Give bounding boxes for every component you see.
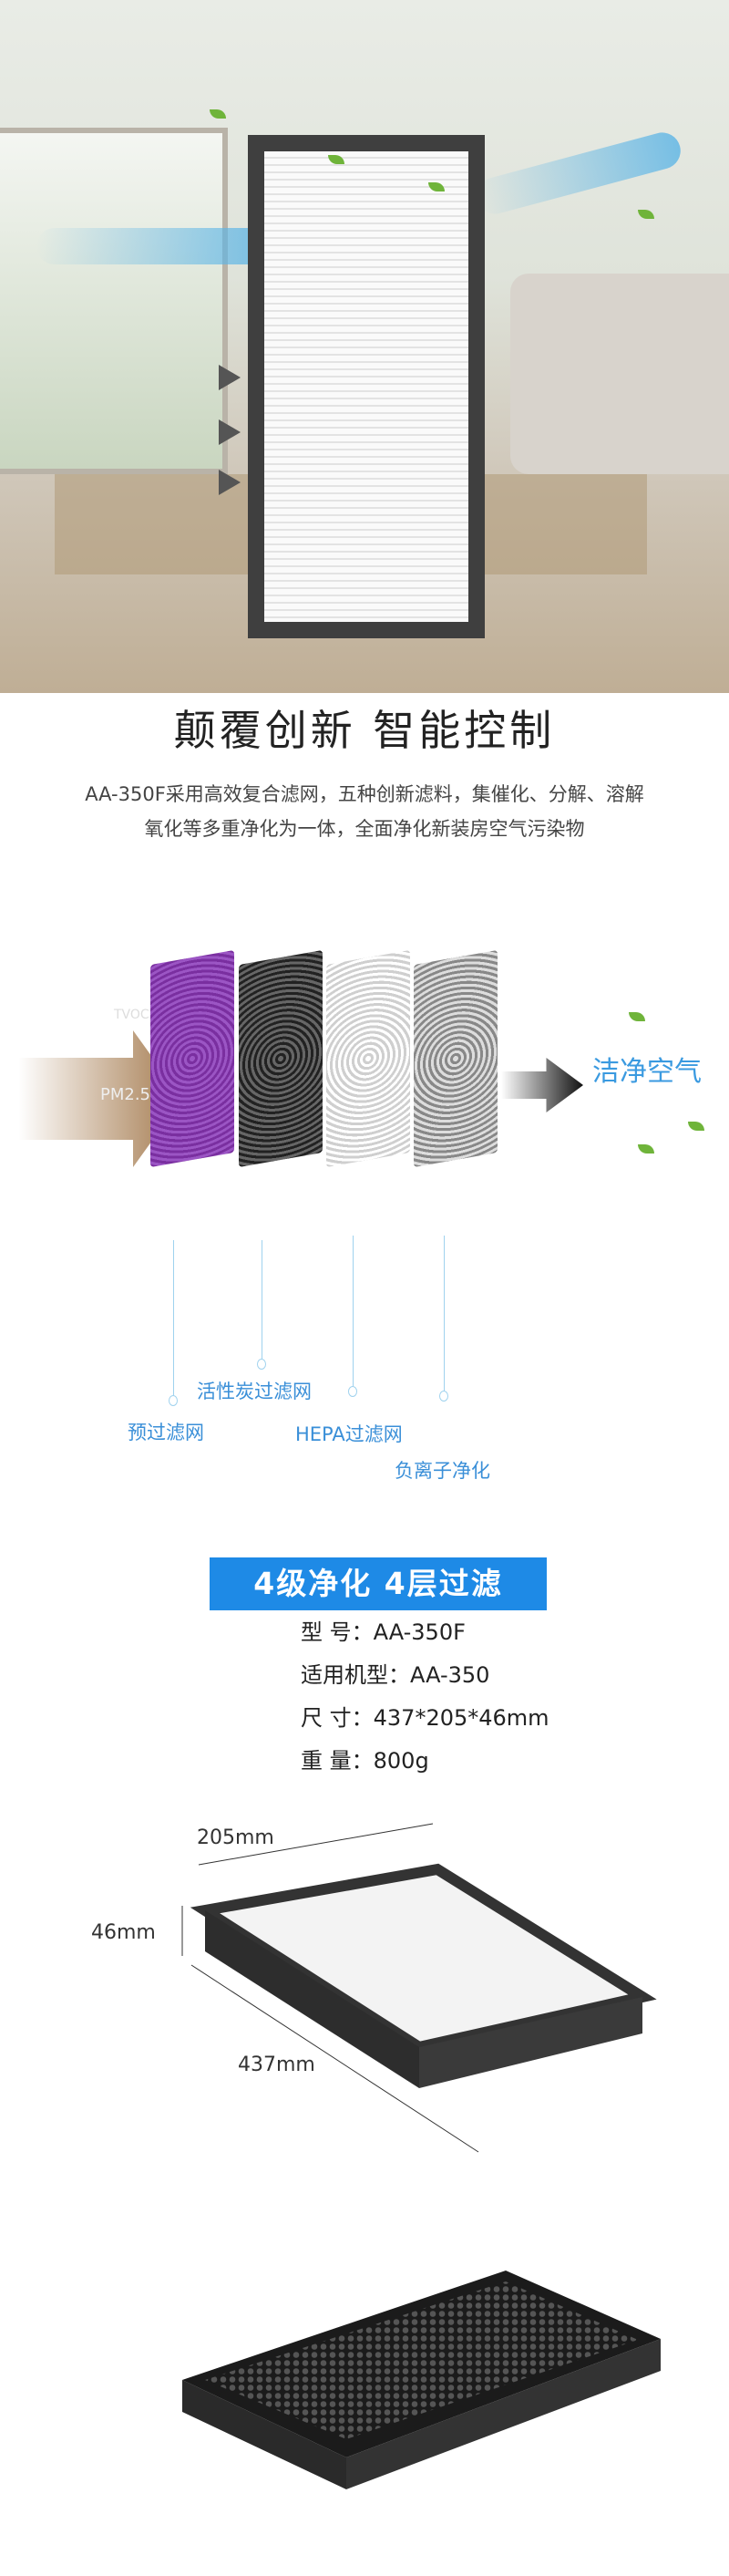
hepa-filter-layer (326, 949, 410, 1168)
filter-front (419, 1997, 642, 2088)
arrow-right-icon (219, 470, 241, 495)
spec-label: 重 量： (301, 1748, 374, 1774)
clean-air-label: 洁净空气 (592, 1056, 702, 1088)
carbon-filter-image (182, 2271, 661, 2489)
description-line: 氧化等多重净化为一体，全面净化新装房空气污染物 (144, 818, 585, 840)
carbon-side (182, 2380, 346, 2489)
spec-value: AA-350 (410, 1662, 490, 1688)
leaf-icon (328, 155, 344, 164)
arrow-right-icon (219, 365, 241, 390)
width-label: 205mm (197, 1826, 274, 1849)
pointer-line (353, 1236, 354, 1386)
spec-value: 437*205*46mm (373, 1705, 549, 1731)
pollutant-label: PM2.5 (100, 1085, 151, 1104)
leaf-icon (210, 109, 226, 119)
dimension-drawing (181, 1823, 657, 2153)
leaf-icon (688, 1122, 704, 1131)
pointer-dot (257, 1359, 266, 1370)
spec-value: 800g (373, 1748, 429, 1774)
pointer-dot (348, 1386, 357, 1397)
arrow-right-icon (501, 1058, 583, 1112)
dim-line (198, 1823, 434, 1866)
spec-label: 尺 寸： (301, 1705, 374, 1731)
layer-label: 活性炭过滤网 (197, 1381, 312, 1402)
filter-panel (248, 135, 485, 638)
window (0, 128, 228, 474)
sofa (510, 274, 729, 474)
spec-value: AA-350F (373, 1619, 466, 1645)
dim-line (190, 1964, 479, 2153)
carbon-filter-layer (239, 949, 323, 1168)
carbon-front (346, 2339, 661, 2489)
filter-side (205, 1910, 419, 2088)
pollutant-label: TVOC (114, 1008, 149, 1022)
pointer-dot (169, 1395, 178, 1406)
leaf-icon (638, 210, 654, 219)
leaf-icon (629, 1012, 645, 1021)
height-label: 46mm (91, 1921, 156, 1944)
pointer-line (173, 1240, 174, 1395)
arrow-right-icon (219, 419, 241, 445)
spec-label: 适用机型： (301, 1662, 410, 1688)
pointer-line (444, 1236, 445, 1391)
layer-label: 预过滤网 (128, 1422, 204, 1443)
spec-row: 适用机型：AA-350 (301, 1657, 489, 1689)
spec-label: 型 号： (301, 1619, 374, 1645)
air-flow-in (36, 228, 273, 264)
length-label: 437mm (238, 2054, 315, 2076)
headline: 颠覆创新 智能控制 (173, 706, 556, 755)
layer-label: HEPA过滤网 (295, 1423, 403, 1445)
description-line: AA-350F采用高效复合滤网，五种创新滤料，集催化、分解、溶解 (85, 783, 644, 805)
leaf-icon (428, 182, 445, 191)
leaf-icon (638, 1144, 654, 1154)
pointer-dot (439, 1391, 448, 1402)
hero-image (0, 0, 729, 693)
pre-filter-layer (150, 949, 234, 1168)
ion-layer (414, 949, 498, 1168)
spec-row: 型 号：AA-350F (301, 1614, 466, 1646)
carbon-mesh (205, 2281, 638, 2439)
air-flow-out (472, 128, 685, 219)
spec-row: 重 量：800g (301, 1743, 429, 1774)
purification-badge: 4级净化 4层过滤 (210, 1557, 547, 1610)
spec-row: 尺 寸：437*205*46mm (301, 1700, 549, 1732)
layer-label: 负离子净化 (395, 1460, 490, 1482)
